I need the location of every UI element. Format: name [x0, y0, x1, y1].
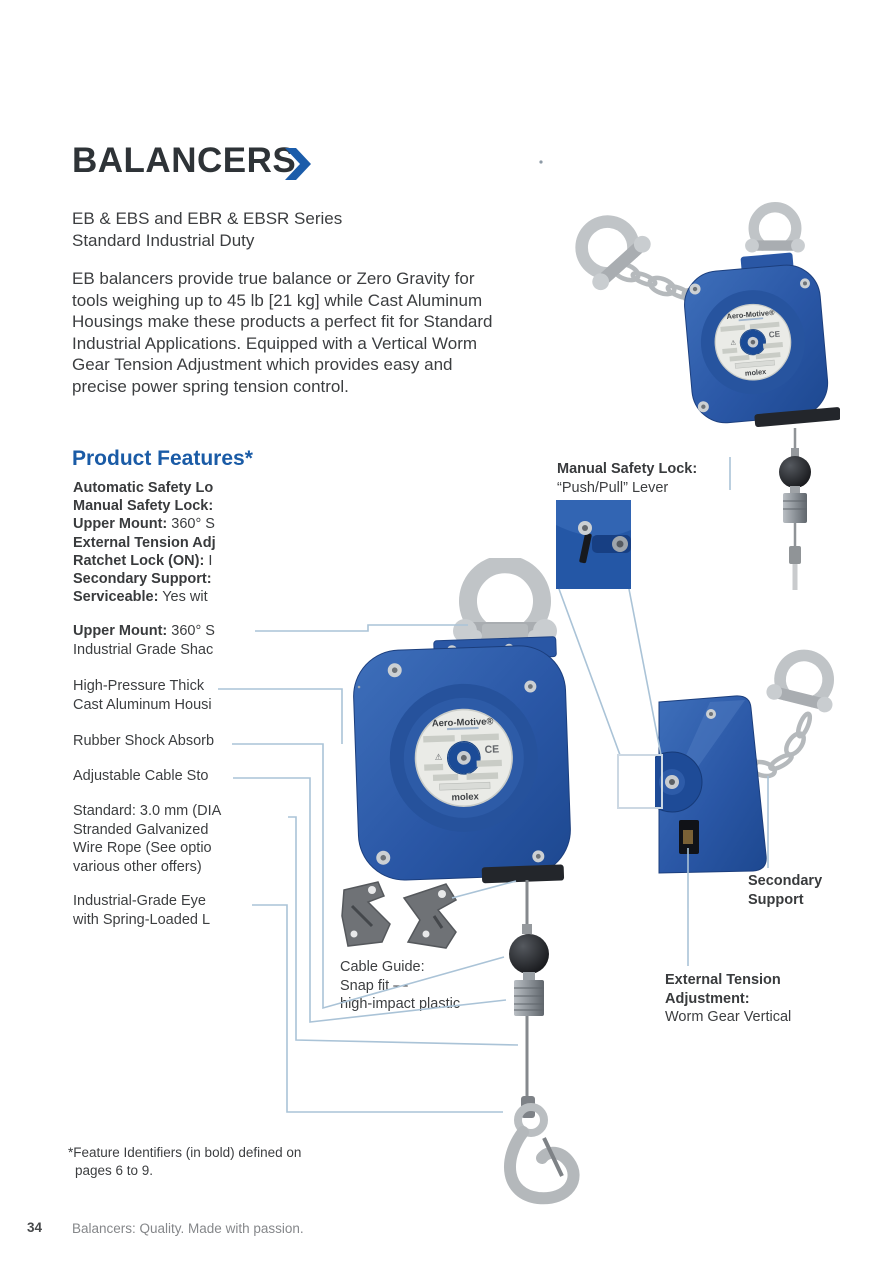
- callout-shock-absorber: Rubber Shock Absorb: [73, 733, 215, 749]
- feature-item: Secondary Support:: [73, 571, 212, 588]
- balancer-housing: [353, 636, 571, 884]
- balancer-photo-main: [353, 558, 580, 1205]
- balancer-housing: [655, 695, 767, 874]
- series-subtitle: EB & EBS and EBR & EBSR Series Standard …: [72, 208, 342, 252]
- leader-cable-stop: [233, 777, 507, 1023]
- footnote: *Feature Identifiers (in bold) defined o…: [68, 1145, 302, 1178]
- footer-tagline: Balancers: Quality. Made with passion.: [72, 1221, 304, 1236]
- feature-item: Manual Safety Lock:: [73, 498, 214, 515]
- leader-wire-rope: [288, 816, 519, 1046]
- leader-inset-right: [628, 588, 662, 756]
- highlight-rectangle: [617, 754, 663, 809]
- callout-manual-safety-lock: Manual Safety Lock: “Push/Pull” Lever: [557, 461, 698, 496]
- page-number: 34: [27, 1220, 43, 1235]
- lock-lever: [579, 533, 592, 564]
- feature-item: Serviceable: Yes wit: [73, 589, 208, 606]
- callout-housing: High-Pressure Thick Cast Aluminum Housi: [73, 678, 212, 713]
- series-line: EB & EBS and EBR & EBSR Series: [72, 209, 343, 228]
- balancer-housing: [684, 252, 840, 428]
- cable-clamp: [514, 980, 544, 1016]
- leader-cable-guide: [451, 880, 517, 899]
- feature-item: Ratchet Lock (ON): I: [73, 552, 213, 569]
- intro-line: Industrial Applications. Equipped with a…: [72, 333, 478, 353]
- cable-guide-photo: [341, 881, 458, 949]
- leader-inset-left: [558, 588, 621, 756]
- leader-upper-mount: [255, 624, 468, 632]
- intro-line: tools weighing up to 45 lb [21 kg] while…: [72, 290, 483, 310]
- leader-eye-hook: [252, 904, 503, 1113]
- leader-housing: [218, 688, 343, 744]
- product-features-heading: Product Features*: [72, 447, 253, 470]
- balancer-photo-side: [655, 640, 890, 874]
- title-arrow-icon: [285, 148, 311, 180]
- intro-line: Housings make these products a perfect f…: [72, 312, 493, 332]
- feature-item: External Tension Adj: [73, 534, 216, 551]
- feature-item: Upper Mount: 360° S: [73, 516, 215, 533]
- callout-eye-hook: Industrial-Grade Eye with Spring-Loaded …: [73, 893, 211, 928]
- page-title: BALANCERS: [72, 141, 297, 180]
- product-features-list: Automatic Safety Lo Manual Safety Lock: …: [73, 479, 216, 606]
- callout-secondary-support: Secondary Support: [748, 873, 823, 908]
- intro-paragraph: EB balancers provide true balance or Zer…: [72, 268, 493, 398]
- feature-item: Automatic Safety Lo: [73, 480, 214, 496]
- safety-lock-inset-photo: [556, 500, 631, 589]
- callout-cable-stop: Adjustable Cable Sto: [73, 768, 209, 784]
- balancer-photo-top-right: [548, 190, 840, 590]
- callout-external-tension: External Tension Adjustment: Worm Gear V…: [665, 972, 792, 1025]
- callout-wire-rope: Standard: 3.0 mm (DIA Stranded Galvanize…: [73, 803, 222, 875]
- cable-stop-ball: [779, 456, 811, 488]
- intro-line: precise power spring tension control.: [72, 376, 349, 396]
- leader-shock: [232, 743, 505, 1010]
- eye-hook: [504, 1103, 580, 1205]
- callout-upper-mount: Upper Mount: 360° S Industrial Grade Sha…: [73, 623, 215, 658]
- intro-line: EB balancers provide true balance or Zer…: [72, 269, 475, 288]
- intro-line: Gear Tension Adjustment which provides e…: [72, 355, 453, 375]
- cable-stop-ball: [509, 934, 549, 974]
- series-line: Standard Industrial Duty: [72, 231, 255, 250]
